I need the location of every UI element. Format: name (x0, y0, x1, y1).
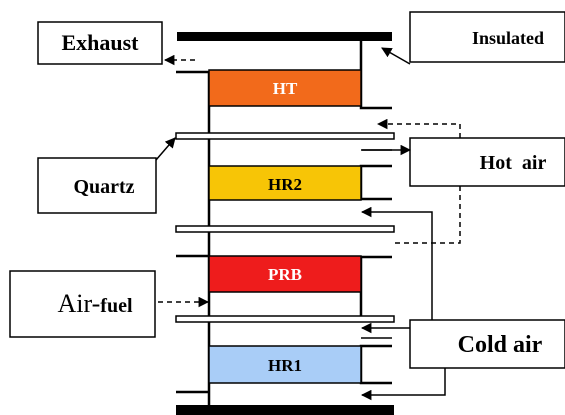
exhaust-box (37, 21, 163, 65)
bottom-end-plate (176, 405, 394, 415)
block-prb: PRB (208, 255, 362, 293)
cold-air-lower-arrow (360, 368, 446, 401)
block-ht-rect (208, 69, 362, 107)
air-fuel-box (9, 270, 156, 338)
exhaust-label-box: Exhaust (37, 21, 163, 65)
right-wall-top (359, 41, 392, 110)
hot-air-text: Hot air (480, 152, 547, 174)
cold-air-upper-arrow (360, 206, 433, 320)
quartz-plate-lower (175, 315, 395, 323)
hot-air-box (409, 137, 565, 187)
quartz-plate-middle (175, 225, 395, 233)
insulated-label-box: Insulated (409, 11, 565, 63)
block-prb-rect (208, 255, 362, 293)
quartz-text: Quartz (73, 176, 134, 198)
right-wall-prb (359, 255, 392, 316)
quartz-label-box: Quartz (37, 157, 157, 214)
quartz-box (37, 157, 157, 214)
insulated-pointer-arrow (381, 47, 411, 65)
block-ht-label: HT (273, 79, 298, 98)
right-wall-hr1 (359, 344, 392, 385)
cold-air-box (409, 319, 565, 369)
exhaust-text: Exhaust (61, 30, 139, 55)
block-hr1: HR1 (208, 345, 362, 384)
block-hr1-rect (208, 345, 362, 384)
hot-air-return-arrow (376, 118, 461, 138)
insulated-box (409, 11, 565, 63)
air-fuel-label-box: Air-fuel (9, 270, 156, 338)
right-wall-hr2 (359, 164, 392, 201)
insulated-text: Insulated (472, 28, 544, 48)
hot-air-recirculation-arrow (393, 186, 461, 244)
block-hr1-label: HR1 (268, 356, 302, 375)
block-hr2-rect (208, 165, 362, 201)
air-fuel-suffix: fuel (100, 295, 133, 317)
top-end-plate (177, 32, 392, 41)
cold-air-text: Cold air (458, 332, 543, 358)
air-fuel-text: Air-fuel (57, 289, 132, 318)
block-hr2-label: HR2 (268, 175, 302, 194)
block-prb-label: PRB (268, 265, 302, 284)
quartz-plate-upper (175, 132, 395, 140)
block-hr2: HR2 (208, 165, 362, 201)
air-fuel-main: Air- (57, 289, 100, 318)
quartz-pointer-arrow (155, 137, 176, 161)
cold-air-label-box: Cold air (409, 319, 565, 369)
hot-air-label-box: Hot air (409, 137, 565, 187)
block-ht: HT (208, 69, 362, 107)
